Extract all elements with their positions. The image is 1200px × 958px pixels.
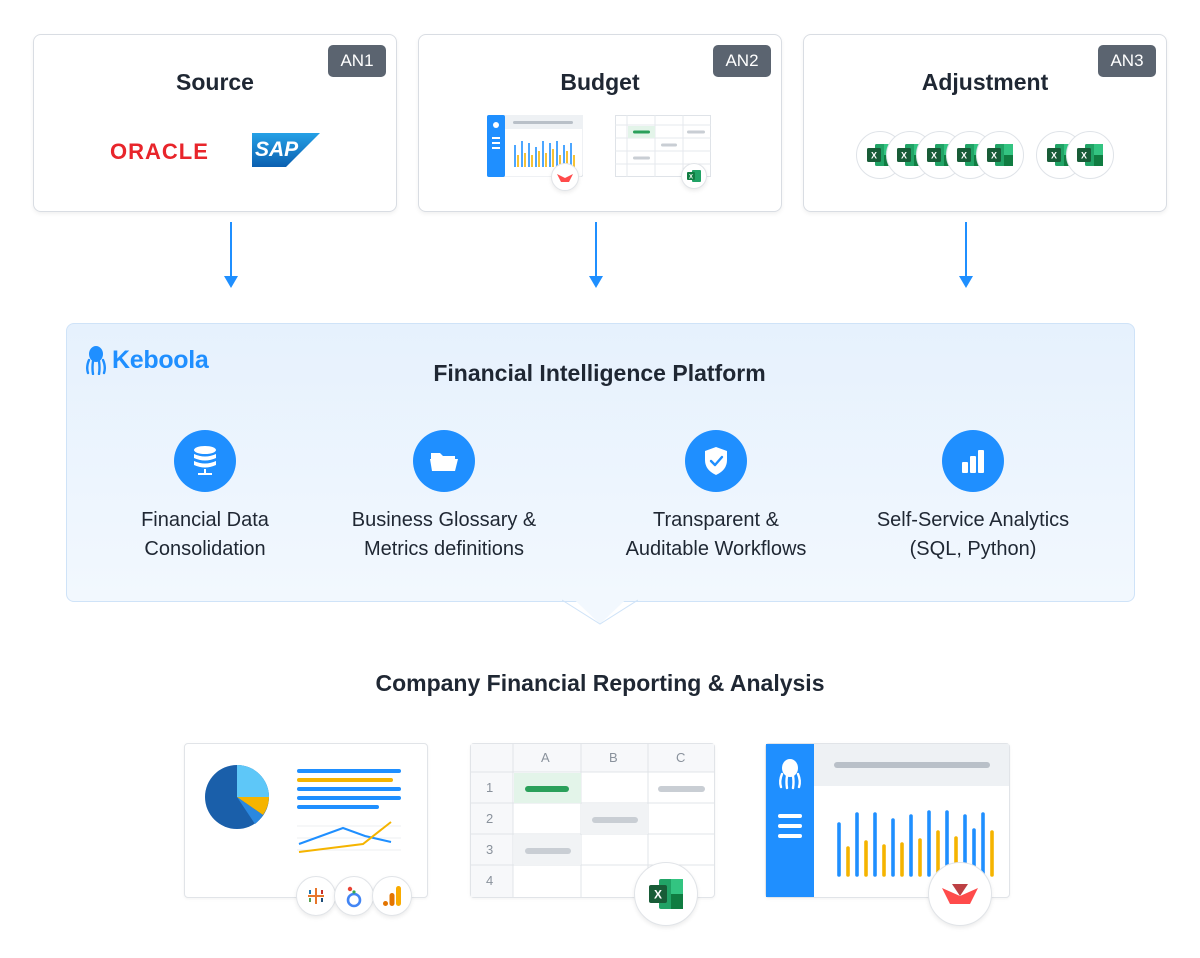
column-header: C [676, 750, 686, 765]
feature-label: Auditable Workflows [625, 538, 807, 560]
svg-text:X: X [961, 151, 967, 161]
tag-badge: AN2 [713, 45, 771, 77]
folder-icon [413, 430, 475, 492]
arrow-down-icon [589, 222, 603, 288]
streamlit-badge [551, 163, 579, 191]
card-title: Source [176, 69, 254, 95]
svg-text:X: X [689, 175, 693, 181]
column-header: A [541, 750, 550, 765]
feature-workflows: Transparent & Auditable Workflows [586, 430, 846, 564]
column-header: B [609, 750, 618, 765]
feature-label: Transparent & [653, 509, 779, 531]
dashboard-thumbnail [486, 114, 584, 178]
tag-badge: AN1 [328, 45, 386, 77]
card-title: Adjustment [921, 69, 1049, 95]
card-title: Budget [560, 69, 640, 95]
keboola-octopus-icon [86, 346, 106, 375]
row-header: 4 [486, 873, 494, 888]
feature-label: Business Glossary & [351, 509, 537, 531]
svg-text:X: X [871, 151, 877, 161]
source-card: AN1 Source ORACLE SAP [33, 34, 397, 212]
excel-file-icon: X [1066, 131, 1114, 179]
bar-chart-icon [942, 430, 1004, 492]
feature-data-consolidation: Financial Data Consolidation [75, 430, 335, 564]
svg-text:X: X [931, 151, 937, 161]
streamlit-icon [928, 862, 992, 926]
row-header: 1 [486, 780, 494, 795]
sap-logo: SAP [252, 133, 320, 167]
google-analytics-icon [372, 876, 412, 916]
excel-file-icon: X [976, 131, 1024, 179]
svg-text:X: X [901, 151, 907, 161]
svg-text:X: X [991, 151, 997, 161]
arrow-down-icon [959, 222, 973, 288]
feature-glossary: Business Glossary & Metrics definitions [314, 430, 574, 564]
adjustment-card: AN3 Adjustment X X X X X X X [803, 34, 1167, 212]
row-header: 2 [486, 811, 494, 826]
keboola-logo: Keboola [86, 344, 209, 376]
brand-name: Keboola [112, 345, 209, 374]
platform-title: Financial Intelligence Platform [433, 360, 766, 386]
sap-logo-text: SAP [255, 138, 299, 161]
spreadsheet-thumbnail [470, 743, 715, 898]
platform-pointer [562, 588, 638, 625]
budget-card: AN2 Budget [418, 34, 782, 212]
tableau-icon [296, 876, 336, 916]
database-icon [174, 430, 236, 492]
oracle-logo: ORACLE [110, 139, 209, 164]
looker-icon [334, 876, 374, 916]
reporting-title: Company Financial Reporting & Analysis [375, 670, 825, 696]
feature-label: Metrics definitions [363, 538, 525, 560]
feature-label: Self-Service Analytics [876, 509, 1070, 531]
svg-text:X: X [1081, 151, 1087, 161]
feature-analytics: Self-Service Analytics (SQL, Python) [843, 430, 1103, 564]
arrow-down-icon [224, 222, 238, 288]
feature-label: (SQL, Python) [909, 538, 1037, 560]
row-header: 3 [486, 842, 494, 857]
excel-icon: X [634, 862, 698, 926]
svg-text:X: X [654, 888, 662, 902]
excel-badge: X [681, 163, 707, 189]
bi-dashboard-thumbnail [184, 743, 428, 898]
feature-label: Consolidation [144, 538, 266, 560]
feature-label: Financial Data [141, 509, 269, 531]
shield-check-icon [685, 430, 747, 492]
tag-badge: AN3 [1098, 45, 1156, 77]
svg-text:X: X [1051, 151, 1057, 161]
